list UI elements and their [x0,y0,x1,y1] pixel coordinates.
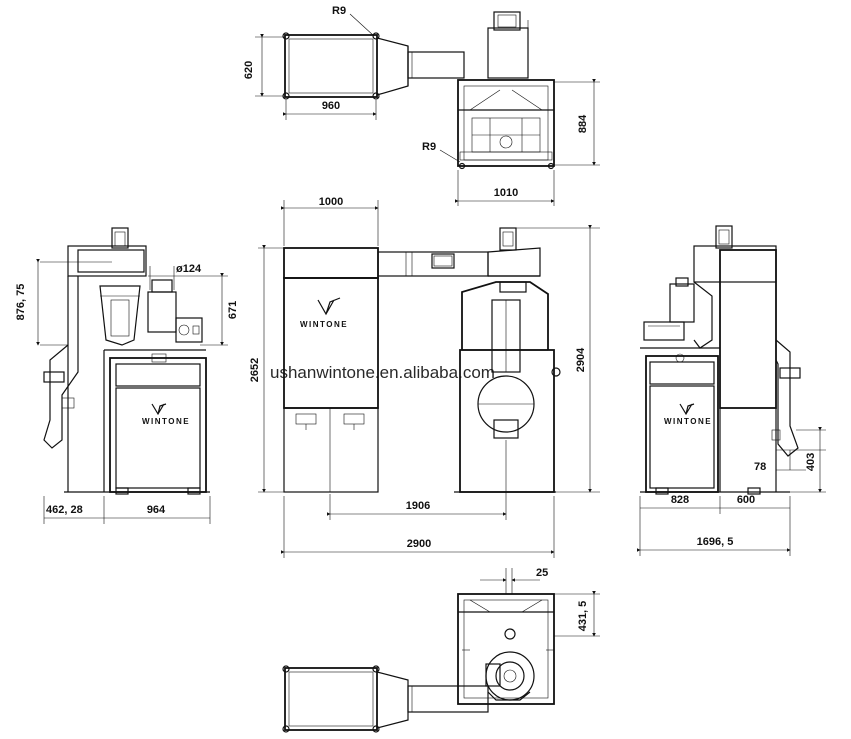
dim-876-75: 876, 75 [15,284,27,321]
dim-964: 964 [147,504,166,516]
front-view: WINTONE 1000 2652 2904 [249,196,600,558]
right-side-view: WINTONE 78 403 828 600 1696, 5 [637,225,826,556]
dim-1696-5: 1696, 5 [697,536,734,548]
dim-2904: 2904 [575,347,587,372]
top-view: 620 960 R9 884 R9 1010 [243,5,600,206]
left-side-view: WINTONE 876, 75 ø124 671 462, 28 964 [15,227,239,524]
radius-r9-bottom: R9 [422,141,436,153]
dim-431-5: 431, 5 [577,601,589,632]
dim-884: 884 [577,114,589,133]
bottom-view: 25 431, 5 [282,567,600,733]
dim-2652: 2652 [249,358,261,382]
dim-462-28: 462, 28 [46,504,83,516]
dim-2900: 2900 [407,538,431,550]
dim-25: 25 [536,567,548,579]
dim-828: 828 [671,494,689,506]
dim-1000: 1000 [319,196,343,208]
dim-1906: 1906 [406,500,430,512]
dim-960: 960 [322,100,340,112]
dim-phi124: ø124 [176,263,202,275]
dim-600: 600 [737,494,755,506]
brand-logo-right: WINTONE [664,417,712,426]
brand-logo-front: WINTONE [300,320,348,329]
radius-r9-top: R9 [332,5,346,17]
dim-78: 78 [754,461,766,473]
dim-671: 671 [227,301,239,319]
dim-1010: 1010 [494,187,518,199]
dim-620: 620 [243,61,255,79]
brand-logo-left: WINTONE [142,417,190,426]
watermark: ushanwintone.en.alibaba.com [270,363,495,382]
dim-403: 403 [805,453,817,471]
